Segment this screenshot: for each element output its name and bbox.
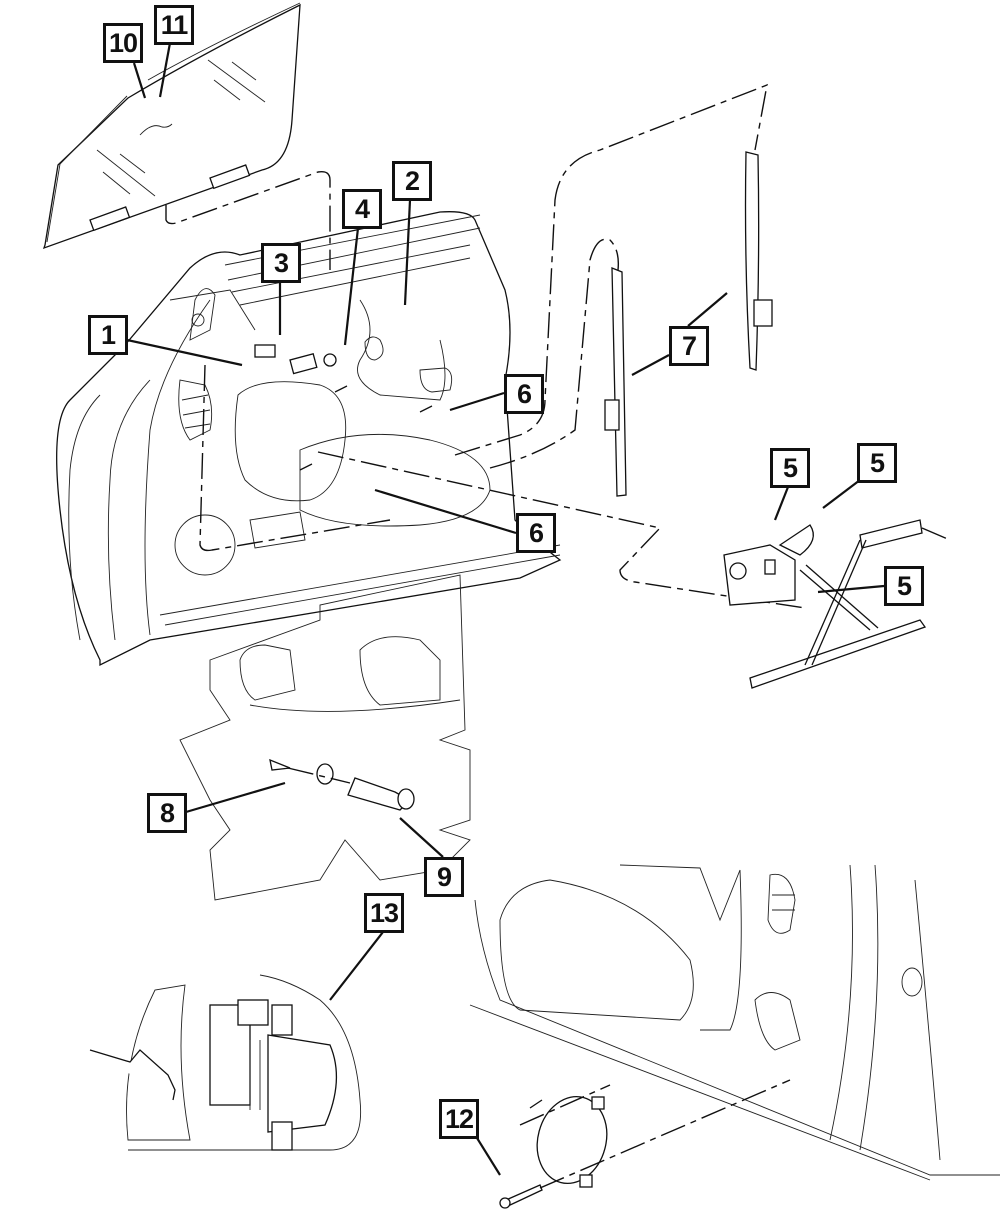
door-glass bbox=[42, 2, 301, 250]
leader-lines bbox=[126, 42, 885, 1176]
speaker-guide-1 bbox=[539, 1079, 791, 1189]
callout-6-upper: 6 bbox=[504, 374, 544, 414]
callout-12: 12 bbox=[439, 1099, 479, 1139]
window-regulator bbox=[723, 519, 927, 689]
bolt-guide-line-1 bbox=[317, 451, 806, 609]
hinge-guide bbox=[287, 767, 351, 784]
callout-2: 2 bbox=[392, 161, 432, 201]
glass-dashed-guide bbox=[165, 170, 331, 270]
bolt-guide-line-2 bbox=[199, 364, 391, 552]
callout-10: 10 bbox=[103, 23, 143, 63]
regulator-guide bbox=[921, 527, 951, 541]
callout-5-motor: 5 bbox=[770, 448, 810, 488]
door-shell bbox=[56, 211, 562, 667]
callout-5-regulator: 5 bbox=[857, 443, 897, 483]
speaker-guide-2 bbox=[519, 1084, 611, 1126]
hinge-area bbox=[179, 574, 471, 901]
callout-8: 8 bbox=[147, 793, 187, 833]
callout-7: 7 bbox=[669, 326, 709, 366]
callout-1: 1 bbox=[88, 315, 128, 355]
lower-door-view bbox=[469, 864, 1000, 1209]
callout-9: 9 bbox=[424, 857, 464, 897]
callout-5-arm: 5 bbox=[884, 566, 924, 606]
callout-3: 3 bbox=[261, 243, 301, 283]
glass-run-channel bbox=[604, 151, 773, 497]
callout-13: 13 bbox=[364, 893, 404, 933]
channel-guide-line-2 bbox=[489, 238, 620, 469]
callout-4: 4 bbox=[342, 189, 382, 229]
callout-11: 11 bbox=[154, 5, 194, 45]
channel-guide-line bbox=[454, 83, 768, 456]
callout-6-lower: 6 bbox=[516, 513, 556, 553]
inside-handle bbox=[89, 974, 362, 1151]
